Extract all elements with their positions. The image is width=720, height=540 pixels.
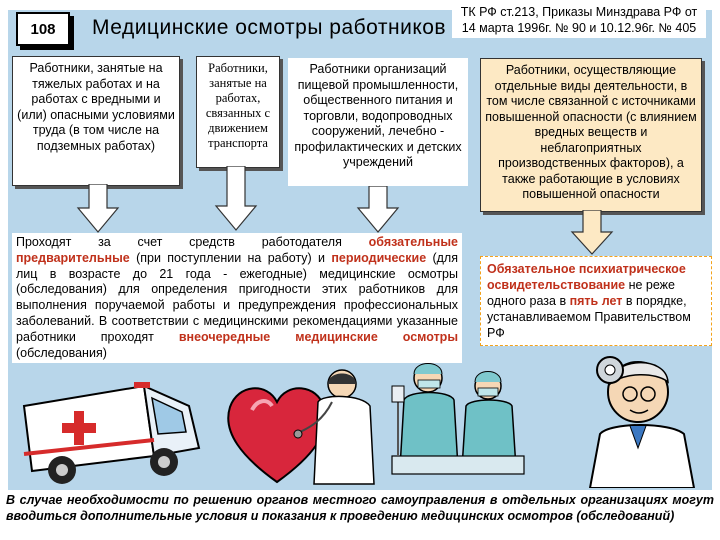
main-text-1: Проходят за счет средств работодателя <box>16 235 369 249</box>
psychiatric-note: Обязательное психиатрическое освидетельс… <box>480 256 712 346</box>
legal-reference: ТК РФ ст.213, Приказы Минздрава РФ от 14… <box>452 2 706 38</box>
category-food-text: Работники организаций пищевой промышленн… <box>294 62 462 169</box>
slide-number: 108 <box>16 12 70 46</box>
psych-highlight-2: пять лет <box>569 294 623 308</box>
main-text-4: (обследования) <box>16 345 107 360</box>
page-title: Медицинские осмотры работников <box>92 16 447 39</box>
main-highlight-2: периодические <box>331 250 427 265</box>
category-box-transport: Работники, занятые на работах, связанных… <box>196 56 280 168</box>
category-hazardous-text: Работники, занятые на тяжелых работах и … <box>17 61 175 153</box>
category-box-special: Работники, осуществляющие отдельные виды… <box>480 58 702 212</box>
main-highlight-1: обязательные предварительные <box>16 235 458 265</box>
heart-doctor-image <box>227 369 375 485</box>
main-description: Проходят за счет средств работодателя об… <box>12 233 462 364</box>
arrow-down-icon <box>570 210 614 255</box>
footer-note: В случае необходимости по решению органо… <box>0 490 720 540</box>
psych-text-1: не реже одного раза в <box>487 278 675 308</box>
surgeons-image <box>391 363 525 475</box>
category-box-hazardous: Работники, занятые на тяжелых работах и … <box>12 56 180 186</box>
arrow-down-icon <box>356 186 400 233</box>
arrow-down-icon <box>76 184 120 233</box>
arrow-down-icon <box>214 166 258 231</box>
main-text-3: (для лиц в возрасте до 21 года - ежегодн… <box>16 250 458 344</box>
psych-text-2: в порядке, устанавливаемом Правительство… <box>487 294 691 340</box>
main-text-2: (при поступлении на работу) и <box>129 250 332 265</box>
category-box-food: Работники организаций пищевой промышленн… <box>288 58 468 186</box>
category-special-text: Работники, осуществляющие отдельные виды… <box>485 63 697 201</box>
ambulance-image <box>22 382 201 484</box>
main-highlight-3: внеочередные медицинские осмотры <box>178 329 458 344</box>
category-transport-text: Работники, занятые на работах, связанных… <box>205 61 271 150</box>
doctor-head-mirror-image <box>588 356 696 488</box>
psych-highlight-1: Обязательное психиатрическое освидетельс… <box>487 262 686 292</box>
